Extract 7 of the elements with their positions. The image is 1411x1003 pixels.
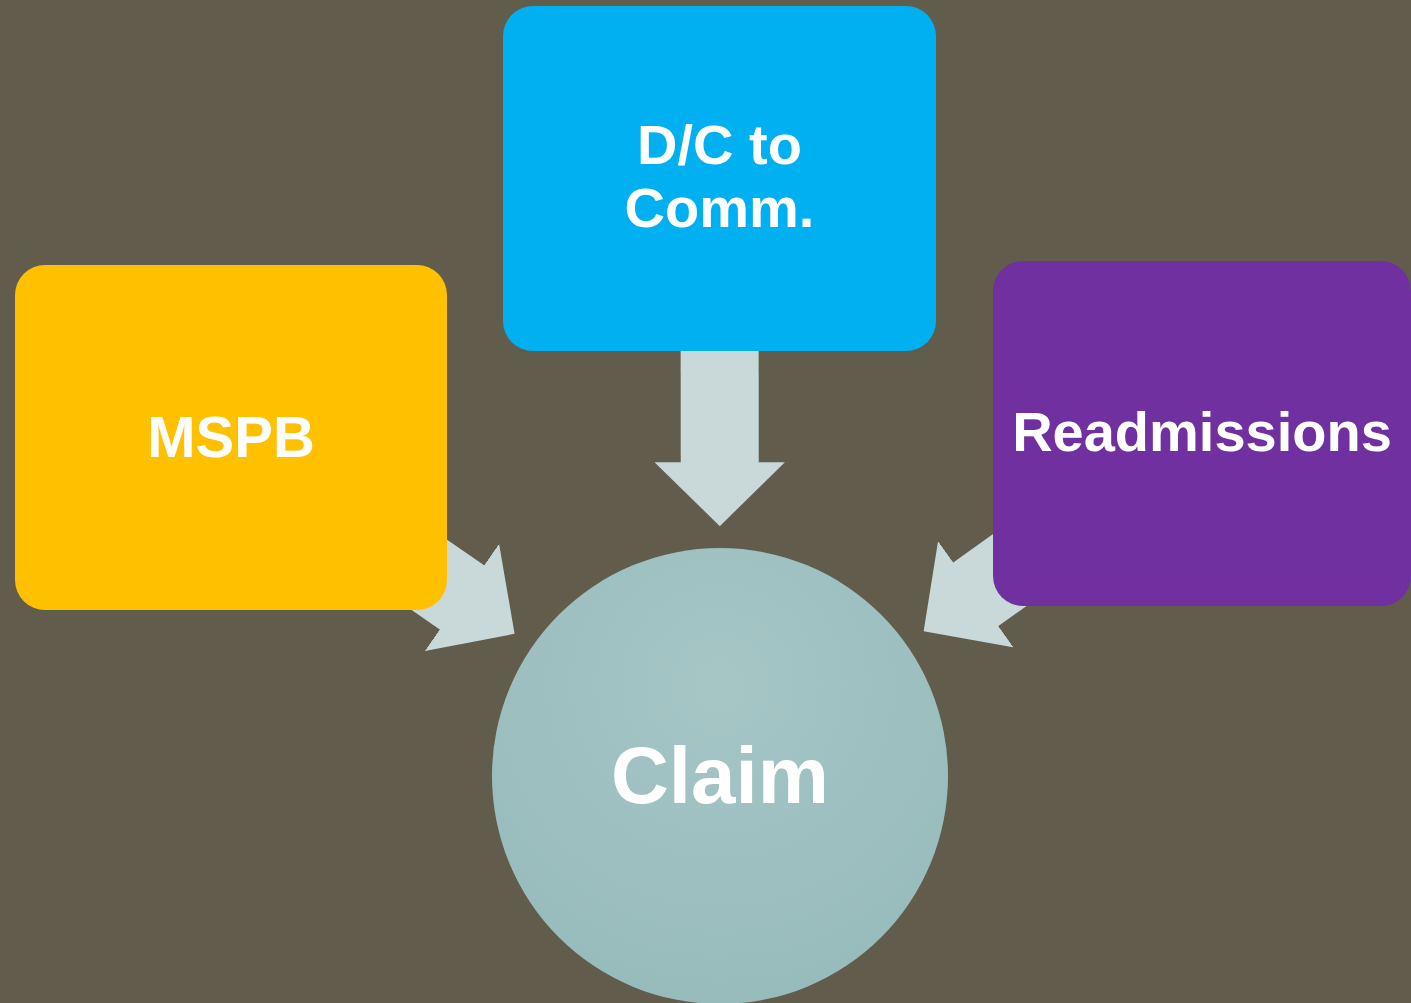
node-label: D/C to Comm. (623, 114, 816, 240)
rounded-box (993, 261, 1411, 606)
rounded-box (503, 6, 936, 351)
node-label: Claim (611, 731, 829, 821)
node-label: MSPB (147, 405, 315, 470)
rounded-box (15, 265, 447, 610)
node-label: Readmissions (1012, 401, 1392, 464)
